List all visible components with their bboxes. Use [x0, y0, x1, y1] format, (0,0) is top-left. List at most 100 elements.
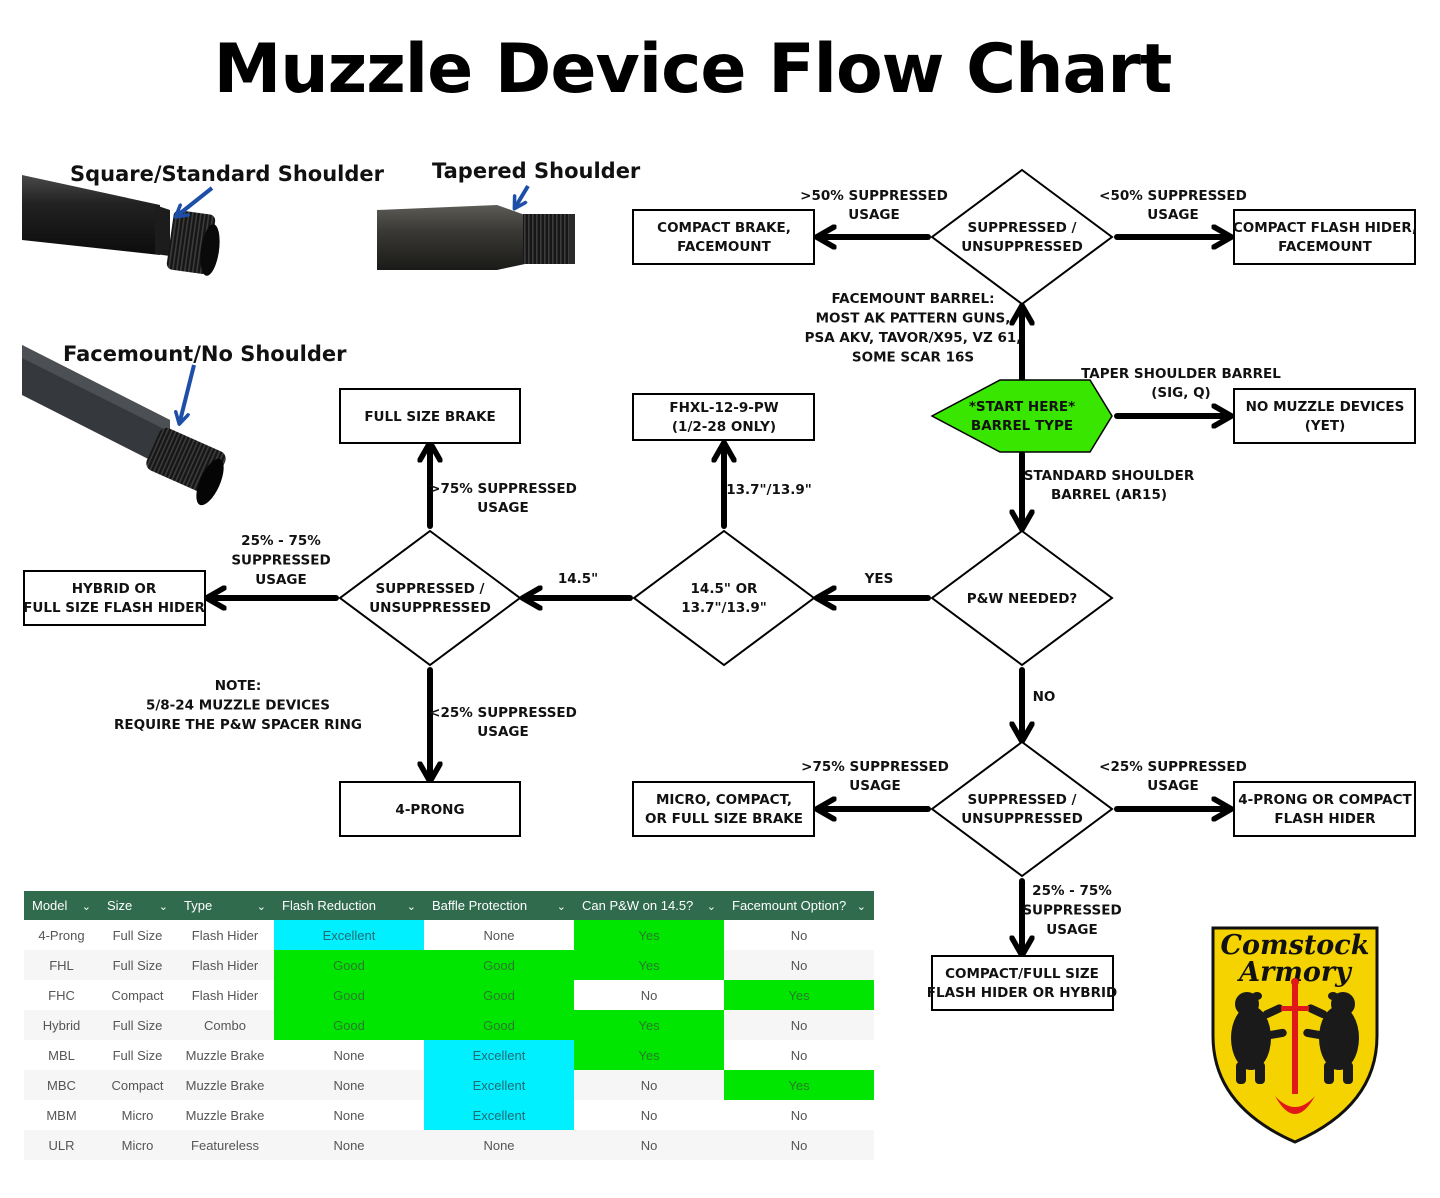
table-cell: Muzzle Brake — [185, 1107, 265, 1123]
table-cell: None — [274, 1070, 424, 1100]
page-title: Muzzle Device Flow Chart — [213, 30, 1173, 109]
table-header-cell[interactable]: Model ⌄ — [24, 891, 99, 920]
decision-length — [632, 529, 816, 667]
table-cell: Good — [424, 950, 574, 980]
table-cell: FHC — [48, 987, 75, 1003]
table-cell: Full Size — [112, 927, 163, 943]
table-cell: Good — [274, 950, 424, 980]
edge-label-facemount: FACEMOUNT BARREL:MOST AK PATTERN GUNS,PS… — [805, 291, 1022, 366]
chevron-down-icon[interactable]: ⌄ — [406, 901, 416, 913]
table-cell: Good — [424, 1010, 574, 1040]
result-compact-full-size-fh — [931, 955, 1114, 1011]
table-cell: None — [333, 1047, 365, 1063]
result-micro-compact-brake — [632, 781, 815, 837]
table-cell: Micro — [121, 1107, 154, 1123]
edge-label-14-5: 14.5" — [558, 571, 598, 587]
node-label-compact-brake-facemount: COMPACT BRAKE,FACEMOUNT — [657, 220, 791, 255]
chevron-down-icon[interactable]: ⌄ — [256, 901, 266, 913]
decision-suppressed-bottom — [930, 740, 1114, 878]
facemount-barrel-photo — [22, 345, 226, 506]
edge-label-taper: TAPER SHOULDER BARREL(SIG, Q) — [1081, 366, 1281, 401]
table-header-label: Model — [32, 898, 68, 913]
table-cell: Combo — [176, 1010, 274, 1040]
table-cell: Yes — [724, 1070, 874, 1100]
edge-label-no: NO — [1033, 689, 1056, 705]
table-cell: None — [483, 927, 515, 943]
table-cell: Yes — [574, 950, 724, 980]
table-cell: No — [724, 1130, 874, 1160]
chevron-down-icon[interactable]: ⌄ — [556, 901, 566, 913]
indicator-arrow-icon — [516, 184, 530, 206]
table-header-cell[interactable]: Flash Reduction⌄ — [274, 891, 424, 920]
table-cell: Muzzle Brake — [185, 1047, 265, 1063]
table-cell: Excellent — [424, 1100, 574, 1130]
node-label-micro-compact: MICRO, COMPACT,OR FULL SIZE BRAKE — [645, 792, 803, 827]
table-cell: 4-Prong — [38, 927, 85, 943]
table-cell: Yes — [574, 1040, 724, 1070]
chevron-down-icon[interactable]: ⌄ — [158, 901, 168, 913]
table-cell: Excellent — [274, 920, 424, 950]
photo-label-square: Square/Standard Shoulder — [70, 162, 385, 186]
result-fhxl — [632, 393, 815, 441]
square-shoulder-barrel-photo — [22, 175, 220, 276]
table-cell: No — [724, 1010, 874, 1040]
sword-icon — [1281, 978, 1309, 1094]
node-label-suppressed-bottom: SUPPRESSED /UNSUPPRESSED — [961, 792, 1083, 827]
table-cell: Muzzle Brake — [176, 1070, 274, 1100]
result-full-size-brake — [339, 388, 521, 444]
bear-left-icon — [1231, 992, 1287, 1084]
table-header-cell[interactable]: Type⌄ — [176, 891, 274, 920]
table-cell: Compact — [99, 1070, 176, 1100]
node-label-no-muzzle: NO MUZZLE DEVICES(YET) — [1246, 399, 1405, 434]
table-header-cell[interactable]: Baffle Protection ⌄ — [424, 891, 574, 920]
table-cell: MBM — [46, 1107, 77, 1123]
table-cell: Good — [274, 1010, 424, 1040]
table-cell: MBC — [24, 1070, 99, 1100]
table-cell: None — [274, 1130, 424, 1160]
table-header-cell[interactable]: Can P&W on 14.5?⌄ — [574, 891, 724, 920]
result-compact-brake-facemount — [632, 209, 815, 265]
table-cell: Flash Hider — [191, 987, 259, 1003]
chevron-down-icon[interactable]: ⌄ — [856, 901, 866, 913]
table-header-label: Baffle Protection — [432, 898, 528, 913]
bear-right-icon — [1303, 992, 1359, 1084]
edge-label-yes: YES — [864, 571, 894, 587]
table-header-label: Size — [107, 898, 133, 913]
indicator-arrow-icon — [180, 364, 196, 421]
table-cell: Yes — [724, 980, 874, 1010]
table-cell: Full Size — [112, 1047, 163, 1063]
comstock-armory-logo: Comstock Armory — [1211, 926, 1379, 1144]
table-cell: Hybrid — [24, 1010, 99, 1040]
table-cell: Excellent — [424, 1070, 574, 1100]
table-cell: No — [574, 1070, 724, 1100]
table-cell: Compact — [111, 987, 164, 1003]
result-4-prong — [339, 781, 521, 837]
decision-pw-needed — [930, 529, 1114, 667]
comparison-table: Model⌄Size⌄Type⌄Flash Reduction⌄Baffle P… — [24, 891, 874, 1160]
table-cell: No — [790, 927, 808, 943]
table-cell: Yes — [574, 1010, 724, 1040]
node-label-start: *START HERE*BARREL TYPE — [969, 399, 1075, 434]
table-cell: Flash Hider — [176, 950, 274, 980]
node-label-suppressed-left: SUPPRESSED /UNSUPPRESSED — [369, 581, 491, 616]
node-label-suppressed-top: SUPPRESSED /UNSUPPRESSED — [961, 220, 1083, 255]
chevron-down-icon[interactable]: ⌄ — [81, 901, 91, 913]
table-header-cell[interactable]: Size ⌄ — [99, 891, 176, 920]
chevron-down-icon[interactable]: ⌄ — [706, 901, 716, 913]
table-header-cell[interactable]: Facemount Option?⌄ — [724, 891, 874, 920]
